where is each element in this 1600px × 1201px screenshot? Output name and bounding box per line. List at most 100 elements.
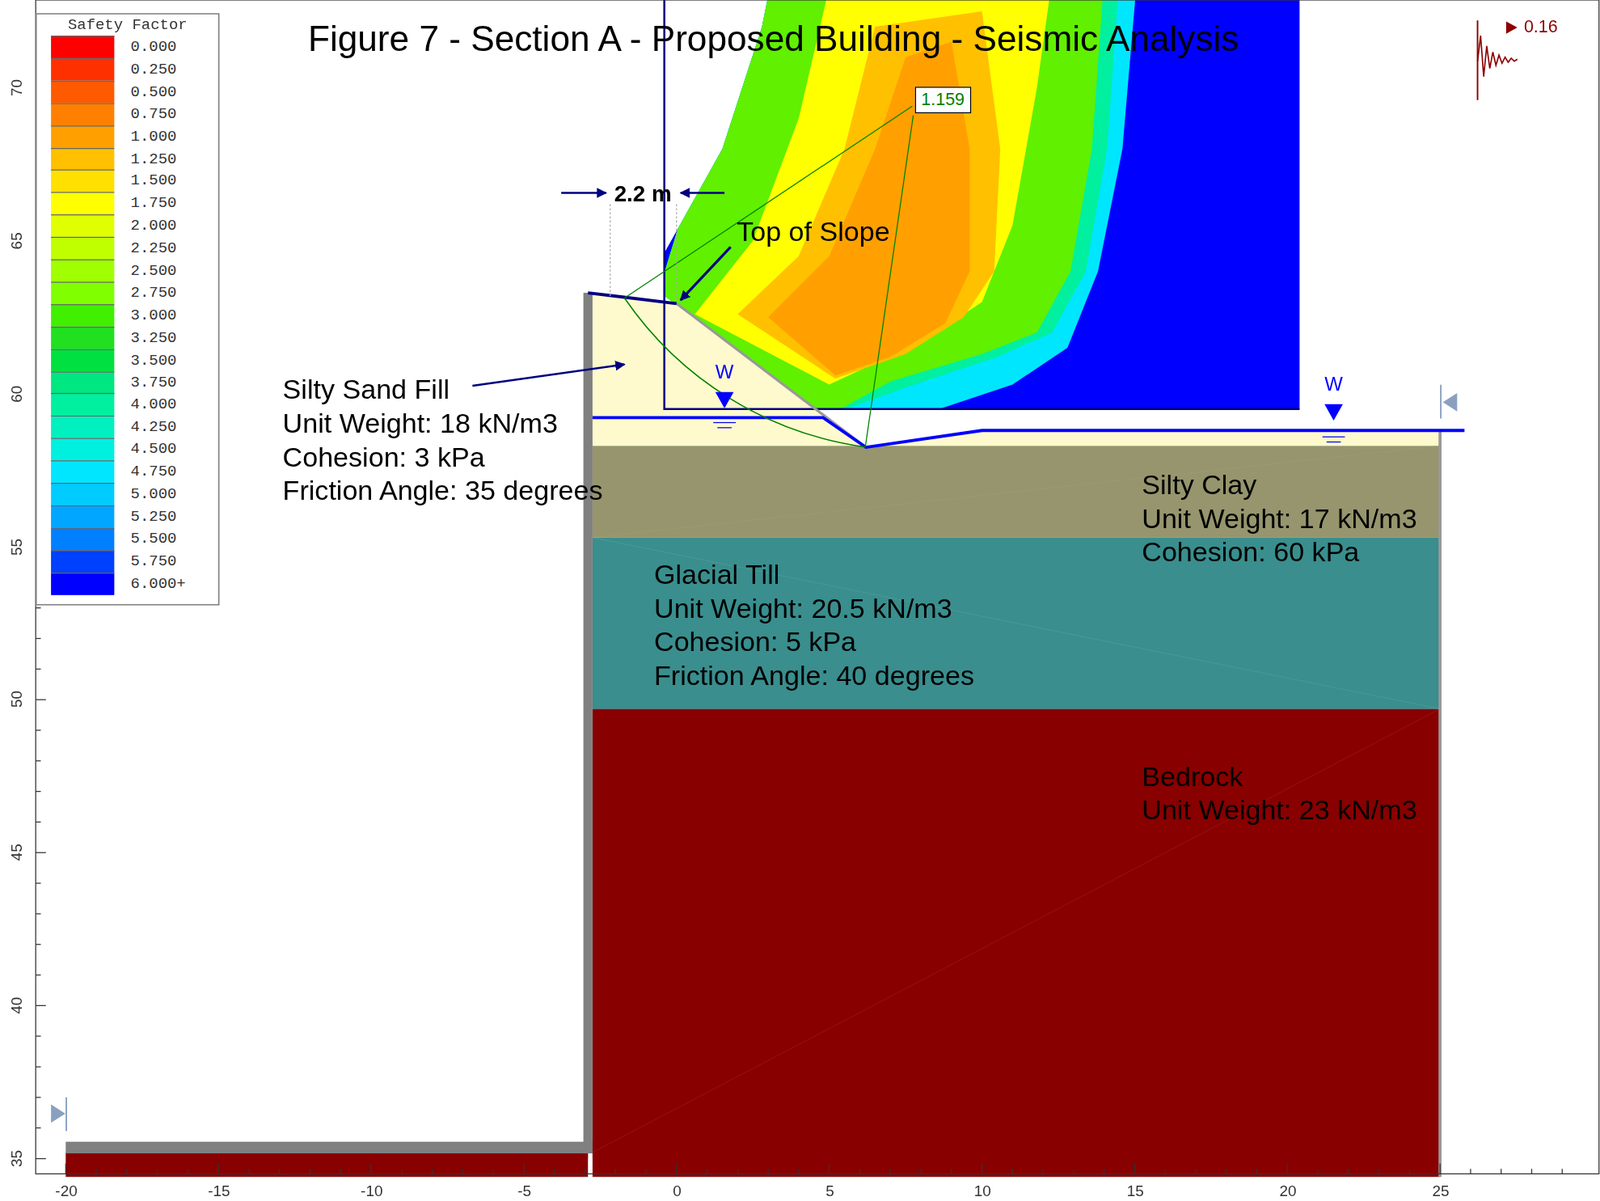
- tick: [859, 1168, 861, 1174]
- tick: [737, 1168, 739, 1174]
- tick: [1134, 1163, 1136, 1174]
- leader-arrow: [680, 246, 731, 300]
- mesh-lines: [592, 445, 1440, 1153]
- tick: [370, 1163, 372, 1174]
- plot-frame: [35, 0, 1600, 1174]
- legend-row: 3.000: [36, 303, 219, 327]
- y-axis-value: 40: [7, 996, 25, 1014]
- legend-value: 3.750: [130, 374, 178, 392]
- tick: [1225, 1168, 1227, 1174]
- tick: [35, 943, 41, 945]
- tick: [401, 1168, 402, 1174]
- legend-value: 5.500: [130, 530, 178, 548]
- legend-swatch: [50, 482, 114, 506]
- layer-property: Cohesion: 5 kPa: [654, 625, 975, 660]
- seismic-coefficient: 0.16: [1524, 16, 1558, 38]
- legend-swatch: [50, 348, 114, 372]
- legend-value: 5.250: [130, 507, 178, 525]
- legend-value: 1.750: [130, 194, 178, 212]
- legend-swatch: [50, 169, 114, 193]
- tick: [675, 1163, 677, 1174]
- tick: [1317, 1168, 1318, 1174]
- legend-swatch: [50, 214, 114, 237]
- water-symbol: [713, 392, 1345, 443]
- tick: [615, 1168, 617, 1174]
- tick: [35, 729, 41, 731]
- legend-value: 2.750: [130, 284, 178, 302]
- wall: [583, 292, 593, 1153]
- tick: [35, 637, 41, 639]
- seismic-symbol: [1477, 20, 1518, 100]
- tick: [35, 759, 41, 761]
- tick: [309, 1168, 311, 1174]
- tick: [462, 1168, 464, 1174]
- tick: [1012, 1168, 1014, 1174]
- legend-swatch: [50, 527, 114, 550]
- legend-row: 1.250: [36, 147, 219, 170]
- tick: [645, 1168, 646, 1174]
- legend-row: 4.000: [36, 392, 219, 416]
- dimension-arrow: [561, 191, 607, 195]
- tick: [1072, 1168, 1074, 1174]
- tick: [1042, 1168, 1043, 1174]
- legend-value: 4.500: [130, 440, 178, 458]
- legend-swatch: [50, 549, 114, 573]
- x-axis-value: -20: [54, 1181, 77, 1199]
- x-axis-value: -15: [207, 1181, 230, 1199]
- tick: [1256, 1168, 1258, 1174]
- tick: [1409, 1168, 1411, 1174]
- boundary: [1439, 430, 1442, 1177]
- tick: [35, 1127, 41, 1128]
- tick: [156, 1168, 158, 1174]
- legend-value: 3.000: [130, 307, 178, 325]
- legend-value: 0.500: [130, 83, 178, 101]
- tick: [920, 1168, 921, 1174]
- legend-row: 0.750: [36, 102, 219, 126]
- legend-value: 3.250: [130, 329, 178, 347]
- legend-value: 6.000+: [130, 574, 186, 592]
- safety-factor-value: 1.159: [915, 86, 971, 114]
- tick: [35, 974, 41, 976]
- legend-swatch: [50, 303, 114, 327]
- legend-value: 0.750: [130, 105, 178, 123]
- layer-property: Unit Weight: 23 kN/m3: [1141, 793, 1417, 828]
- radius-line: [865, 115, 913, 448]
- axis-ticks: [35, 26, 1563, 1174]
- legend-value: 2.250: [130, 240, 178, 258]
- legend-value: 4.750: [130, 463, 178, 481]
- legend-row: 5.000: [36, 482, 219, 506]
- tick: [1287, 1163, 1288, 1174]
- legend-value: 5.750: [130, 553, 178, 570]
- bedrock-layer: [65, 1152, 588, 1177]
- tick: [187, 1168, 189, 1174]
- tick: [65, 1163, 67, 1174]
- tick: [35, 1004, 47, 1006]
- legend-value: 3.500: [130, 351, 178, 369]
- tick: [1103, 1168, 1105, 1174]
- layer-name: Silty Clay: [1141, 468, 1417, 503]
- legend-row: 0.250: [36, 58, 219, 81]
- legend-row: 3.250: [36, 325, 219, 349]
- legend-row: 1.500: [36, 169, 219, 193]
- legend-row: 2.000: [36, 214, 219, 237]
- legend-row: 0.500: [36, 80, 219, 103]
- y-axis-value: 50: [7, 691, 25, 709]
- water-label: W: [715, 361, 735, 385]
- y-axis-value: 45: [7, 844, 25, 862]
- y-axis-value: 35: [7, 1149, 25, 1167]
- tick: [1531, 1168, 1533, 1174]
- legend-row: 0.000: [36, 35, 219, 59]
- layer-property: Unit Weight: 20.5 kN/m3: [654, 591, 975, 626]
- tick: [1500, 1168, 1502, 1174]
- legend-value: 2.500: [130, 261, 178, 279]
- tick: [35, 821, 41, 823]
- legend-value: 1.000: [130, 128, 178, 146]
- x-axis-value: -5: [517, 1181, 532, 1199]
- dimension-extension: [609, 203, 611, 296]
- bedrock-layer: [592, 708, 1440, 1177]
- x-axis-value: 15: [1127, 1181, 1145, 1199]
- water-table: [592, 417, 1465, 448]
- legend-swatch: [50, 572, 114, 596]
- crest-surface: [587, 292, 677, 304]
